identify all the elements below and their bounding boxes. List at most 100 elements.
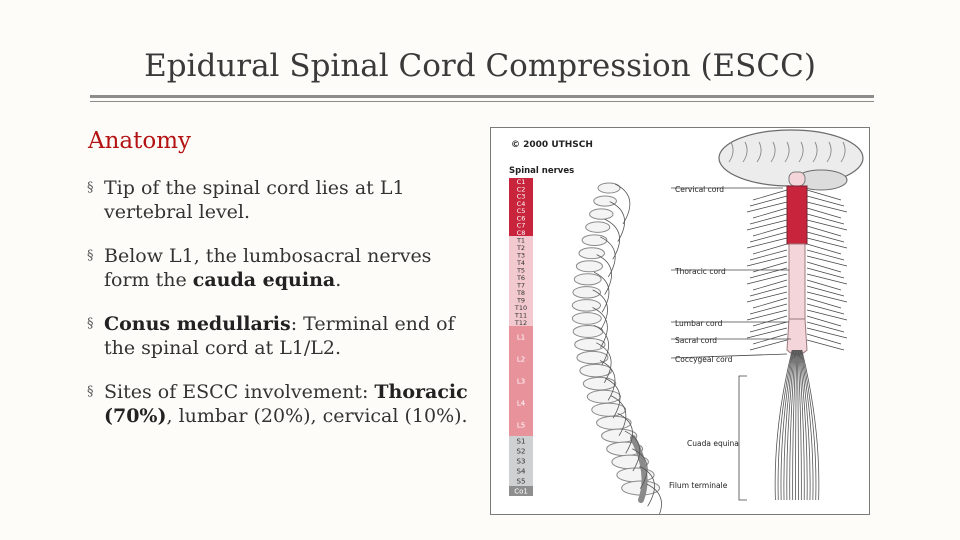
cord-nerve-right [806, 225, 842, 237]
nerve-label: T10 [514, 304, 527, 312]
nerve-label: T11 [514, 311, 527, 319]
nerve-label: C4 [517, 200, 526, 208]
bullet-marker-icon: § [87, 384, 94, 399]
cord-nerve-left [746, 255, 788, 267]
nerve-label: C2 [517, 185, 526, 193]
cervical-cord-segment [786, 185, 808, 245]
cord-nerve-right [806, 315, 842, 327]
cord-nerve-left [749, 321, 788, 333]
nerve-root-line [593, 324, 609, 366]
cord-nerve-right [806, 333, 842, 345]
coccygeal-cord-label: Coccygeal cord [675, 355, 733, 364]
nerve-label: T8 [516, 289, 525, 297]
cauda-strand [800, 349, 814, 501]
cord-nerve-right [806, 195, 845, 207]
bullet-item: § Conus medullaris: Terminal end of the s… [87, 312, 479, 360]
cauda-strand [798, 349, 808, 501]
nerve-label: L2 [517, 356, 525, 364]
cauda-strand [786, 349, 796, 501]
nerve-label: L4 [517, 400, 526, 408]
thoracic-cord-label: Thoracic cord [674, 267, 726, 276]
cord-nerve-right [806, 303, 845, 315]
nerve-root-line [592, 307, 608, 348]
cord-nerve-left [746, 309, 788, 321]
brain-gyrus-line [826, 141, 832, 163]
cauda-strand [795, 349, 798, 501]
vertebra [586, 389, 621, 404]
bullet-text: : Terminal end of the spinal cord at L1/… [104, 313, 455, 359]
cord-nerve-left [752, 315, 788, 327]
cord-nerve-left [746, 273, 788, 285]
nerve-label: S4 [517, 468, 526, 476]
nerve-root-line [609, 201, 625, 242]
nerve-root-line [596, 254, 612, 295]
title-divider-thin [90, 101, 874, 102]
nerve-group-band [509, 436, 533, 486]
brain-gyrus-line [840, 141, 846, 163]
vertebra [616, 467, 655, 483]
nerve-label: T5 [516, 266, 525, 274]
cord-nerve-left [752, 207, 788, 219]
spinal-nerves-title: Spinal nerves [509, 166, 574, 176]
brain-gyrus-line [798, 141, 804, 163]
cord-nerve-right [806, 273, 848, 285]
bullet-bold-text: Conus medullaris [104, 313, 291, 335]
nerve-label: L1 [517, 334, 525, 342]
vertebra [571, 312, 602, 325]
nerve-label: C1 [517, 178, 526, 186]
bullet-bold-text: Thoracic (70%) [104, 381, 468, 427]
cord-nerve-left [749, 195, 788, 207]
cord-nerve-left [749, 303, 788, 315]
nerve-root-line [592, 289, 608, 331]
cord-nerve-right [806, 189, 842, 201]
bullet-item: §Sites of ESCC involvement: Thoracic (70… [87, 380, 479, 428]
cord-nerve-left [746, 219, 788, 231]
vertebra [575, 260, 604, 273]
cord-nerve-right [806, 267, 845, 279]
cord-nerve-right [806, 219, 848, 231]
bullet-text: . [335, 269, 342, 291]
cord-nerve-right [806, 291, 848, 303]
spinal-nerve-column: C1C2C3C4C5C6C7C8T1T2T3T4T5T6T7T8T9T10T11… [509, 178, 533, 496]
nerve-root-line [632, 448, 648, 489]
nerve-group-band [509, 486, 533, 496]
filum-terminale-label: Filum terminale [669, 481, 728, 490]
nerve-label: T3 [516, 251, 525, 259]
bullet-list: § Tip of the spinal cord lies at L1 verte… [87, 176, 479, 448]
nerve-group-band [509, 236, 533, 326]
brain-gyrus-line [812, 141, 818, 163]
brainstem-shape [788, 171, 806, 187]
brain-gyrus-line [728, 141, 734, 163]
nerve-root-line [600, 236, 616, 278]
cord-nerve-left [749, 213, 788, 225]
brain-gyrus-line [756, 141, 762, 163]
cord-nerve-right [806, 231, 845, 243]
nerve-root-line [593, 271, 610, 313]
title-divider [90, 95, 874, 98]
cauda-equina-label: Cuada equina [687, 439, 739, 448]
bullet-bold-text: cauda equina [192, 269, 336, 291]
vertebra [572, 286, 602, 299]
nerve-label: T1 [516, 236, 525, 244]
nerve-group-band [509, 178, 533, 236]
nerve-label: T6 [516, 274, 525, 282]
cord-nerve-left [746, 237, 788, 249]
bullet-marker-icon: § [87, 316, 94, 331]
nerve-label: S3 [517, 458, 526, 466]
leader-line [670, 353, 788, 359]
cauda-strand [777, 349, 794, 501]
spinal-anatomy-svg: © 2000 UTHSCH Spinal nerves C1C2C3C4C5C6… [509, 129, 864, 514]
nerve-label: Co1 [514, 488, 528, 496]
bullet-text: Tip of the spinal cord lies at L1 verteb… [104, 177, 405, 223]
nerve-roots [592, 183, 662, 514]
nerve-label: C6 [517, 214, 526, 222]
nerve-root-line [639, 465, 655, 507]
nerve-label: S1 [517, 438, 526, 446]
cauda-strand [799, 349, 811, 501]
vertebra [589, 208, 614, 220]
cauda-bracket [738, 375, 747, 501]
bullet-item: §Tip of the spinal cord lies at L1 verte… [87, 176, 479, 224]
nerve-label: L3 [517, 378, 525, 386]
cord-nerve-right [806, 297, 842, 309]
nerve-label: C3 [517, 193, 526, 201]
